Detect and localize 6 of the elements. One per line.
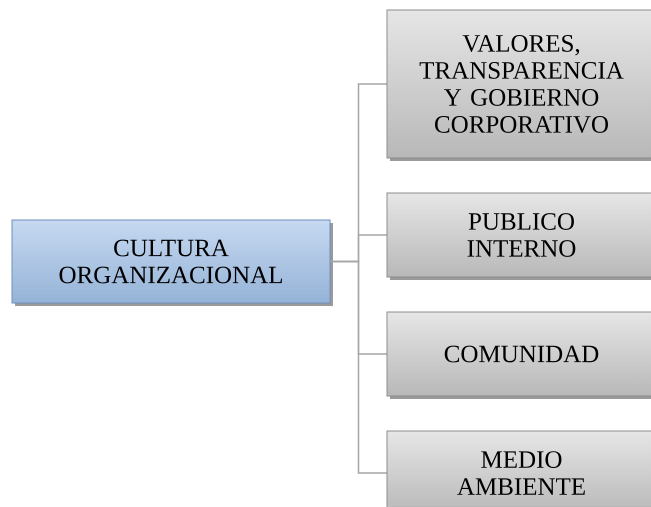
category-box: PUBLICO INTERNO [386,192,651,280]
category-box: MEDIO AMBIENTE [386,430,651,507]
connector-line [330,260,386,474]
topic-box: CULTURA ORGANIZACIONAL [12,220,333,306]
category-box: COMUNIDAD [386,312,651,399]
category-box: VALORES, TRANSPARENCIA Y GOBIERNO CORPORATIVO [386,10,651,161]
